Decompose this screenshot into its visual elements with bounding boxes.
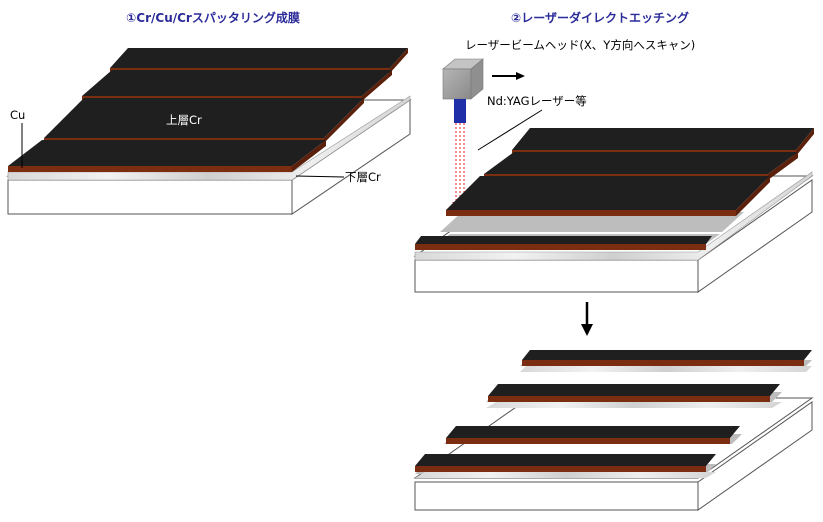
laser-nozzle [454, 99, 466, 123]
laser-leader-line [477, 109, 543, 151]
label-lower-cr: 下層Cr [345, 170, 381, 184]
laser-head-front [442, 68, 472, 100]
step2-title: ②レーザーダイレクトエッチング [511, 10, 689, 25]
step2-strips [415, 128, 814, 250]
lower-cr-leader-line [295, 175, 345, 178]
step1-upper-cr-strips [8, 48, 408, 172]
label-cu: Cu [10, 108, 25, 122]
step1-substrate-front [7, 179, 293, 215]
laser-head [442, 58, 484, 123]
label-upper-cr: 上層Cr [166, 113, 202, 127]
process-arrow-icon [581, 302, 593, 336]
step1-title: ①Cr/Cu/Crスパッタリング成膜 [126, 10, 300, 25]
laser-head-side [470, 58, 484, 100]
laser-type-label: Nd:YAGレーザー等 [487, 94, 587, 108]
scan-arrow-icon [492, 72, 525, 80]
laser-head-label: レーザービームヘッド(X、Y方向へスキャン) [465, 38, 695, 52]
step3-lines [415, 350, 812, 478]
